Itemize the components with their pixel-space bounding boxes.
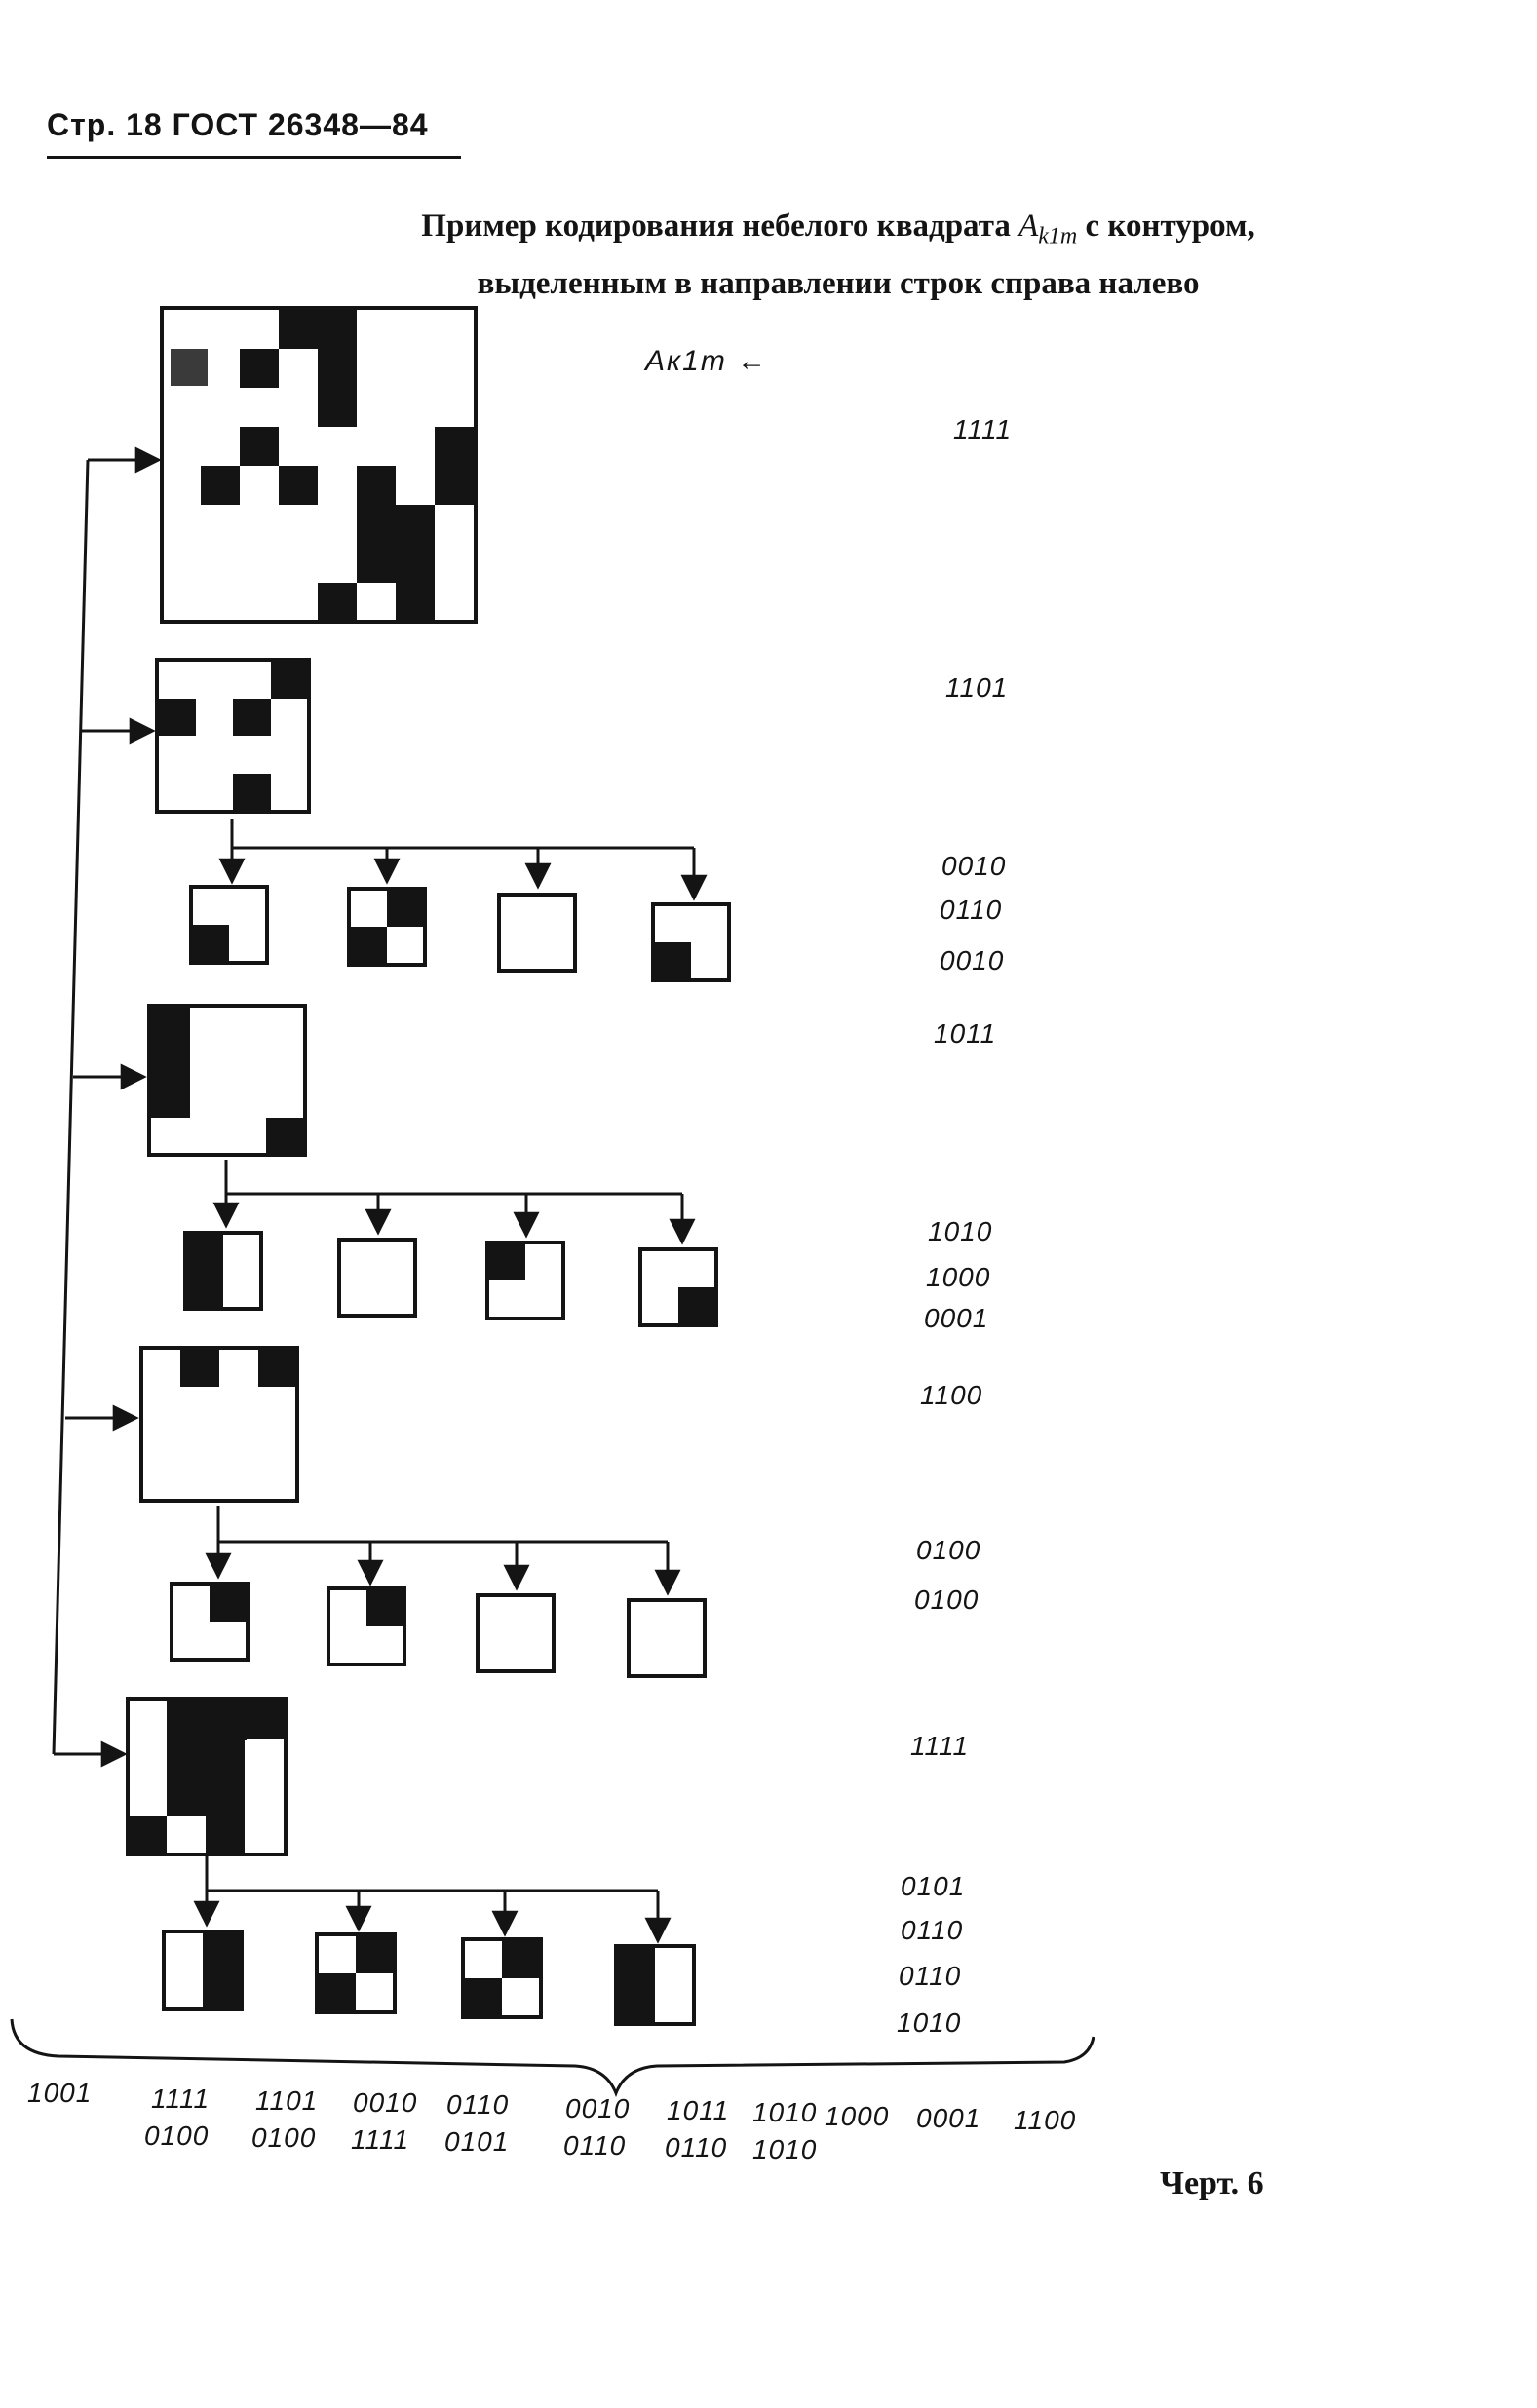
code-label: 1010 [928,1216,993,1246]
summary-code-top: 0110 [446,2089,510,2120]
summary-code-top: 1000 [825,2101,890,2131]
summary-code-top: 0010 [565,2093,631,2123]
summary-code-top: 1100 [1014,2105,1077,2135]
summary-code-bottom: 1010 [752,2134,818,2164]
code-label: 1000 [926,1262,991,1292]
sub-square-3a [170,1582,250,1662]
summary-code-bottom: 0100 [251,2122,317,2153]
title-subscript: k1m [1038,223,1078,249]
summary-code-bottom: 0100 [144,2121,210,2151]
summary-code-top: 1011 [667,2095,730,2125]
sub-square-2c [485,1241,565,1320]
summary-code-top: 1010 [752,2097,818,2127]
title-text-1: Пример кодирования небелого квадрата [421,209,1019,244]
sub-square-2d [638,1247,718,1327]
summary-code-bottom: 1111 [351,2124,410,2155]
code-label: 1100 [920,1380,983,1410]
code-label: 0110 [899,1961,962,1991]
bottom-brace [10,2018,1095,2098]
sub-square-1d [651,902,731,982]
code-label: 0110 [901,1915,964,1945]
code-label: 1111 [910,1731,970,1761]
summary-code-bottom: 0110 [563,2130,627,2160]
sub-square-1a [189,885,269,965]
quadrant-square-3 [139,1346,299,1503]
summary-code-top: 1111 [151,2083,211,2114]
code-label: 0010 [940,945,1005,975]
summary-code-top: 0001 [916,2103,981,2133]
sub-square-4a [162,1930,244,2011]
figure-title: Пример кодирования небелого квадрата Ak1… [292,203,1384,307]
title-symbol: A [1018,209,1039,244]
figure-caption: Черт. 6 [1160,2165,1264,2201]
code-label: 0100 [914,1585,980,1615]
code-label: 0010 [941,851,1007,881]
header-rule [47,156,461,159]
sub-square-4c [461,1937,543,2019]
page-header: Стр. 18 ГОСТ 26348—84 [47,107,429,142]
quadrant-square-4 [126,1697,288,1856]
quadrant-square-1 [155,658,311,814]
summary-code-bottom: 0101 [444,2126,510,2157]
code-label: 0101 [901,1871,966,1901]
sub-square-3b [327,1586,406,1666]
sub-square-1b [347,887,427,967]
sub-square-3c [476,1593,556,1673]
sub-square-1c [497,893,577,973]
trunk-line [52,459,90,1755]
sub-square-3d [627,1598,707,1678]
square-label: Ак1m ← [645,345,769,377]
summary-code-top: 1001 [27,2078,93,2108]
code-label: 1111 [953,414,1013,444]
title-line-1: Пример кодирования небелого квадрата Ak1… [292,203,1384,260]
code-label: 1010 [897,2007,962,2038]
code-label: 0001 [924,1303,989,1333]
root-square [160,306,478,624]
quadrant-square-2 [147,1004,307,1157]
title-text-2: с контуром, [1077,209,1255,244]
code-label: 0110 [940,895,1003,925]
sub-square-2b [337,1238,417,1318]
summary-code-top: 0010 [353,2087,418,2118]
sub-square-4b [315,1932,397,2014]
sub-square-4d [614,1944,696,2026]
title-line-2: выделенным в направлении строк справа на… [477,265,1200,301]
code-label: 1011 [934,1018,997,1049]
summary-code-top: 1101 [255,2085,319,2116]
summary-code-bottom: 0110 [665,2132,728,2162]
sub-square-2a [183,1231,263,1311]
code-label: 1101 [945,672,1009,703]
code-label: 0100 [916,1535,981,1565]
